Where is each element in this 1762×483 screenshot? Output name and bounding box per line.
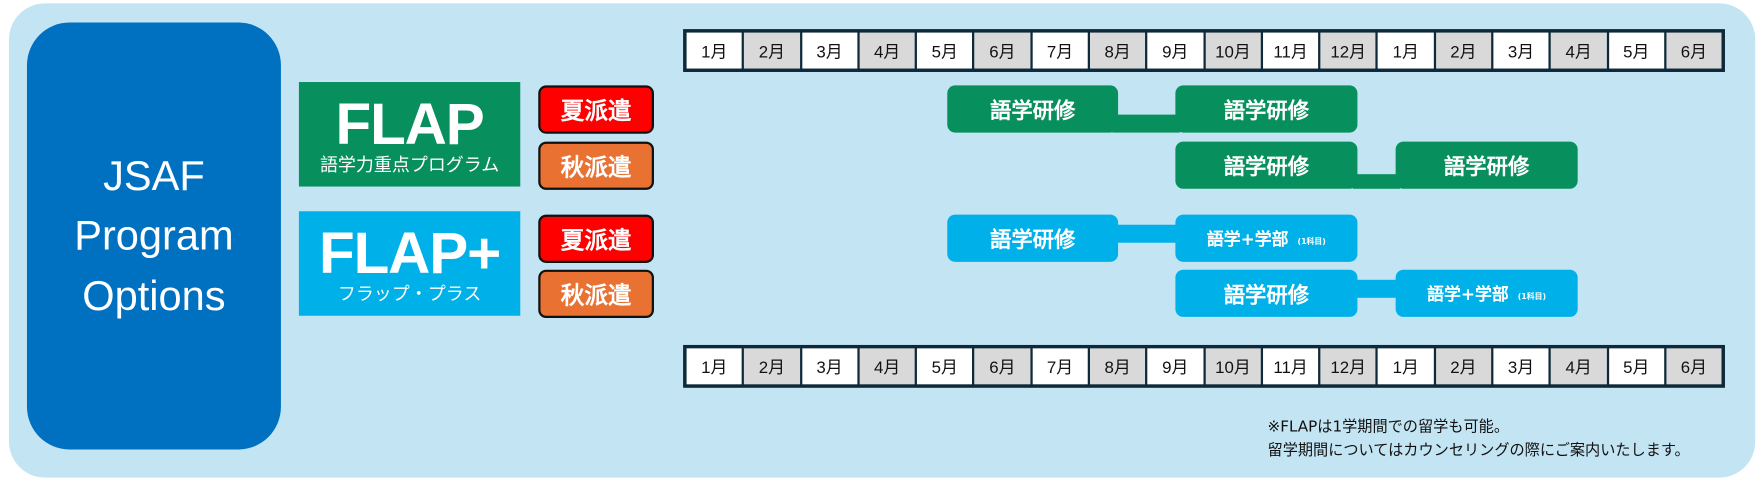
program-name: FLAP+	[319, 221, 501, 287]
month-cell: 10月	[1205, 32, 1261, 69]
month-cell: 1月	[1378, 348, 1434, 385]
month-cell: 1月	[1378, 32, 1434, 69]
program-flap: FLAP 語学力重点プログラム	[298, 82, 521, 187]
month-cell: 10月	[1205, 348, 1261, 385]
month-cell: 5月	[1608, 348, 1664, 385]
bar-connector	[1352, 174, 1401, 189]
month-cell: 3月	[801, 348, 858, 385]
month-cell: 11月	[1262, 32, 1319, 69]
month-cell: 1月	[686, 32, 742, 69]
flapplus-autumn-departure: 秋派遣	[538, 269, 654, 319]
month-cell: 8月	[1089, 348, 1146, 385]
bar-connector	[1112, 114, 1180, 133]
month-cell: 2月	[744, 32, 800, 69]
month-cell: 7月	[1032, 32, 1088, 69]
month-cell: 5月	[917, 348, 973, 385]
month-cell: 2月	[1435, 348, 1492, 385]
month-cell: 6月	[1666, 348, 1722, 385]
flap-autumn-language-1: 語学研修	[1175, 141, 1358, 189]
month-cell: 12月	[1320, 32, 1376, 69]
bar-note: (1科目)	[1517, 292, 1547, 302]
month-cell: 3月	[801, 32, 858, 69]
flap-summer-departure: 夏派遣	[538, 85, 654, 134]
bar-label: 語学+学部	[1206, 228, 1289, 249]
program-flap-plus: FLAP+ フラップ・プラス	[298, 211, 521, 316]
flap-autumn-departure: 秋派遣	[538, 141, 654, 190]
footnote-line-1: ※FLAPは1学期間での留学も可能。	[1267, 418, 1509, 436]
month-cell: 4月	[1550, 348, 1607, 385]
month-cell: 12月	[1320, 348, 1376, 385]
month-cell: 1月	[686, 348, 742, 385]
flap-autumn-language-2: 語学研修	[1395, 141, 1578, 189]
bar-note: (1科目)	[1297, 237, 1326, 247]
month-cell: 2月	[1435, 32, 1492, 69]
month-cell: 11月	[1262, 348, 1319, 385]
program-subtitle: 語学力重点プログラム	[319, 156, 500, 176]
month-cell: 6月	[974, 32, 1031, 69]
month-cell: 4月	[1550, 32, 1607, 69]
flapplus-autumn-language: 語学研修	[1175, 269, 1358, 317]
program-subtitle: フラップ・プラス	[337, 285, 482, 305]
flapplus-summer-language: 語学研修	[947, 214, 1119, 262]
bar-label: 語学+学部	[1427, 283, 1509, 304]
month-cell: 8月	[1089, 32, 1146, 69]
month-cell: 9月	[1147, 348, 1203, 385]
month-cell: 4月	[859, 348, 915, 385]
page-title: JSAF Program Options	[26, 22, 281, 450]
month-cell: 5月	[1608, 32, 1664, 69]
flap-summer-language-1: 語学研修	[947, 85, 1119, 133]
month-cell: 7月	[1032, 348, 1088, 385]
month-cell: 9月	[1147, 32, 1203, 69]
flap-summer-language-2: 語学研修	[1175, 85, 1358, 133]
flapplus-summer-faculty: 語学+学部 (1科目)	[1175, 214, 1358, 262]
month-cell: 2月	[744, 348, 800, 385]
month-cell: 6月	[1666, 32, 1722, 69]
flapplus-autumn-faculty: 語学+学部 (1科目)	[1395, 269, 1578, 317]
month-cell: 6月	[974, 348, 1031, 385]
month-cell: 4月	[859, 32, 915, 69]
bar-connector	[1352, 279, 1401, 298]
title-text: JSAF Program Options	[74, 152, 234, 319]
month-cell: 5月	[917, 32, 973, 69]
month-cell: 3月	[1493, 348, 1549, 385]
footnote: ※FLAPは1学期間での留学も可能。 留学期間についてはカウンセリングの際にご案…	[1268, 416, 1740, 463]
flapplus-summer-departure: 夏派遣	[538, 214, 654, 263]
month-cell: 3月	[1493, 32, 1549, 69]
footnote-line-2: 留学期間についてはカウンセリングの際にご案内いたします。	[1267, 441, 1690, 460]
program-name: FLAP	[335, 92, 485, 158]
bar-connector	[1112, 224, 1180, 243]
